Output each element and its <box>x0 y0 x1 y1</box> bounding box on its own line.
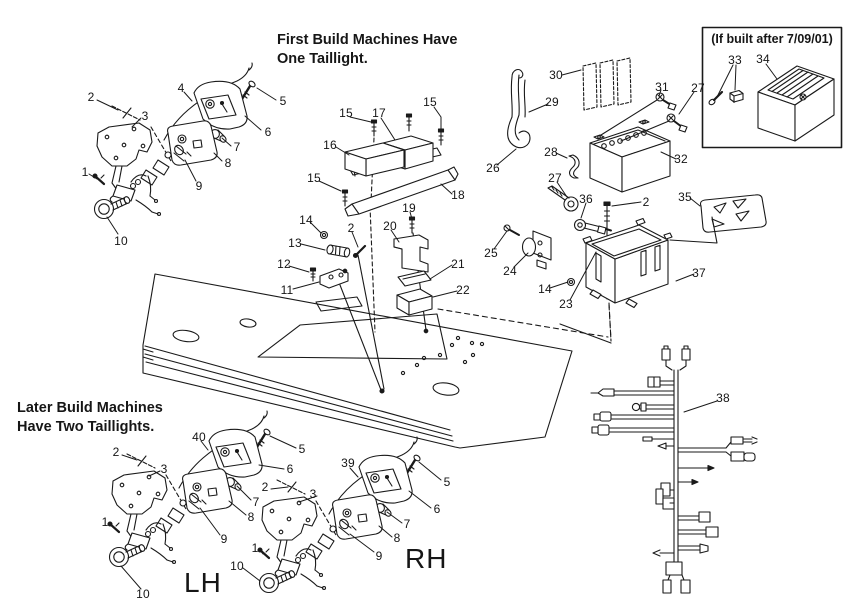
part-callout-32: 32 <box>674 152 688 166</box>
part-callout-2: 2 <box>112 445 120 459</box>
part-callout-3: 3 <box>160 462 168 476</box>
left-hand-label: LH <box>184 567 222 598</box>
part-callout-19: 19 <box>402 201 416 215</box>
part-callout-6: 6 <box>286 462 294 476</box>
part-callout-2: 2 <box>642 195 650 209</box>
battery <box>589 119 671 193</box>
part-callout-6: 6 <box>264 125 272 139</box>
note-first-build-line2: One Taillight. <box>277 51 368 67</box>
part-callout-37: 37 <box>692 266 706 280</box>
part-callout-29: 29 <box>545 95 559 109</box>
part-callout-27: 27 <box>691 81 705 95</box>
note-first-build-line1: First Build Machines Have <box>277 32 458 48</box>
part-callout-28: 28 <box>544 145 558 159</box>
bolt-27 <box>547 185 579 212</box>
part-callout-15: 15 <box>339 106 353 120</box>
part-callout-25: 25 <box>484 246 498 260</box>
part-callout-9: 9 <box>195 179 203 193</box>
note-later-build: Later Build Machines Have Two Taillights… <box>17 399 163 437</box>
part-callout-10: 10 <box>136 587 150 601</box>
part-callout-5: 5 <box>298 442 306 456</box>
part-callout-1: 1 <box>251 541 259 555</box>
part-callout-5: 5 <box>279 94 287 108</box>
part-callout-4: 4 <box>177 81 185 95</box>
inset-title: (If built after 7/09/01) <box>711 32 833 46</box>
part-callout-13: 13 <box>288 236 302 250</box>
part-callout-36: 36 <box>579 192 593 206</box>
inset-box <box>701 26 843 149</box>
part-callout-2: 2 <box>347 221 355 235</box>
part-callout-6: 6 <box>433 502 441 516</box>
part-callout-31: 31 <box>655 80 669 94</box>
inset-battery <box>757 65 835 142</box>
note-later-build-line1: Later Build Machines <box>17 400 163 416</box>
part-callout-22: 22 <box>456 283 470 297</box>
part-callout-27: 27 <box>548 171 562 185</box>
separator-plates <box>582 57 632 111</box>
part-callout-8: 8 <box>393 531 401 545</box>
part-callout-24: 24 <box>503 264 517 278</box>
bolt-36 <box>573 218 612 235</box>
part-callout-2: 2 <box>261 480 269 494</box>
part-callout-7: 7 <box>403 517 411 531</box>
part-callout-5: 5 <box>443 475 451 489</box>
part-callout-23: 23 <box>559 297 573 311</box>
battery-pad <box>669 194 767 244</box>
part-callout-38: 38 <box>716 391 730 405</box>
part-callout-35: 35 <box>678 190 692 204</box>
leader-lines <box>88 63 778 590</box>
hold-down-hook <box>507 68 531 149</box>
part-callout-9: 9 <box>375 549 383 563</box>
taillight-assembly-rh <box>256 435 423 594</box>
part-callout-3: 3 <box>309 487 317 501</box>
part-callout-8: 8 <box>247 510 255 524</box>
part-callout-1: 1 <box>81 165 89 179</box>
part-callout-2: 2 <box>87 90 95 104</box>
note-later-build-line2: Have Two Taillights. <box>17 419 155 435</box>
part-callout-7: 7 <box>252 495 260 509</box>
battery-box <box>582 217 673 342</box>
note-first-build: First Build Machines Have One Taillight. <box>277 31 458 69</box>
nut-14 <box>566 277 576 287</box>
part-callout-14: 14 <box>299 213 313 227</box>
part-callout-10: 10 <box>114 234 128 248</box>
taillight-assembly-first <box>91 61 258 220</box>
part-callout-15: 15 <box>307 171 321 185</box>
part-callout-14: 14 <box>538 282 552 296</box>
part-callout-9: 9 <box>220 532 228 546</box>
fuse-holder <box>326 244 351 258</box>
part-callout-26: 26 <box>486 161 500 175</box>
part-callout-16: 16 <box>323 138 337 152</box>
right-hand-label: RH <box>405 543 448 574</box>
cdi-modules <box>309 113 459 316</box>
part-callout-39: 39 <box>341 456 355 470</box>
part-callout-33: 33 <box>728 53 742 67</box>
part-callout-18: 18 <box>451 188 465 202</box>
part-callout-15: 15 <box>423 95 437 109</box>
part-callout-21: 21 <box>451 257 465 271</box>
part-callout-34: 34 <box>756 52 770 66</box>
part-callout-7: 7 <box>233 140 241 154</box>
part-callout-40: 40 <box>192 430 206 444</box>
part-callout-8: 8 <box>224 156 232 170</box>
vent-strap <box>568 154 580 179</box>
wiring-harness <box>590 345 758 594</box>
solenoid <box>503 224 552 270</box>
part-callout-30: 30 <box>549 68 563 82</box>
part-callout-1: 1 <box>101 515 109 529</box>
part-callout-10: 10 <box>230 559 244 573</box>
part-callout-17: 17 <box>372 106 386 120</box>
part-callout-3: 3 <box>141 109 149 123</box>
part-callout-12: 12 <box>277 257 291 271</box>
rivet-holes <box>400 335 485 376</box>
part-callout-20: 20 <box>383 219 397 233</box>
part-callout-11: 11 <box>280 283 294 297</box>
